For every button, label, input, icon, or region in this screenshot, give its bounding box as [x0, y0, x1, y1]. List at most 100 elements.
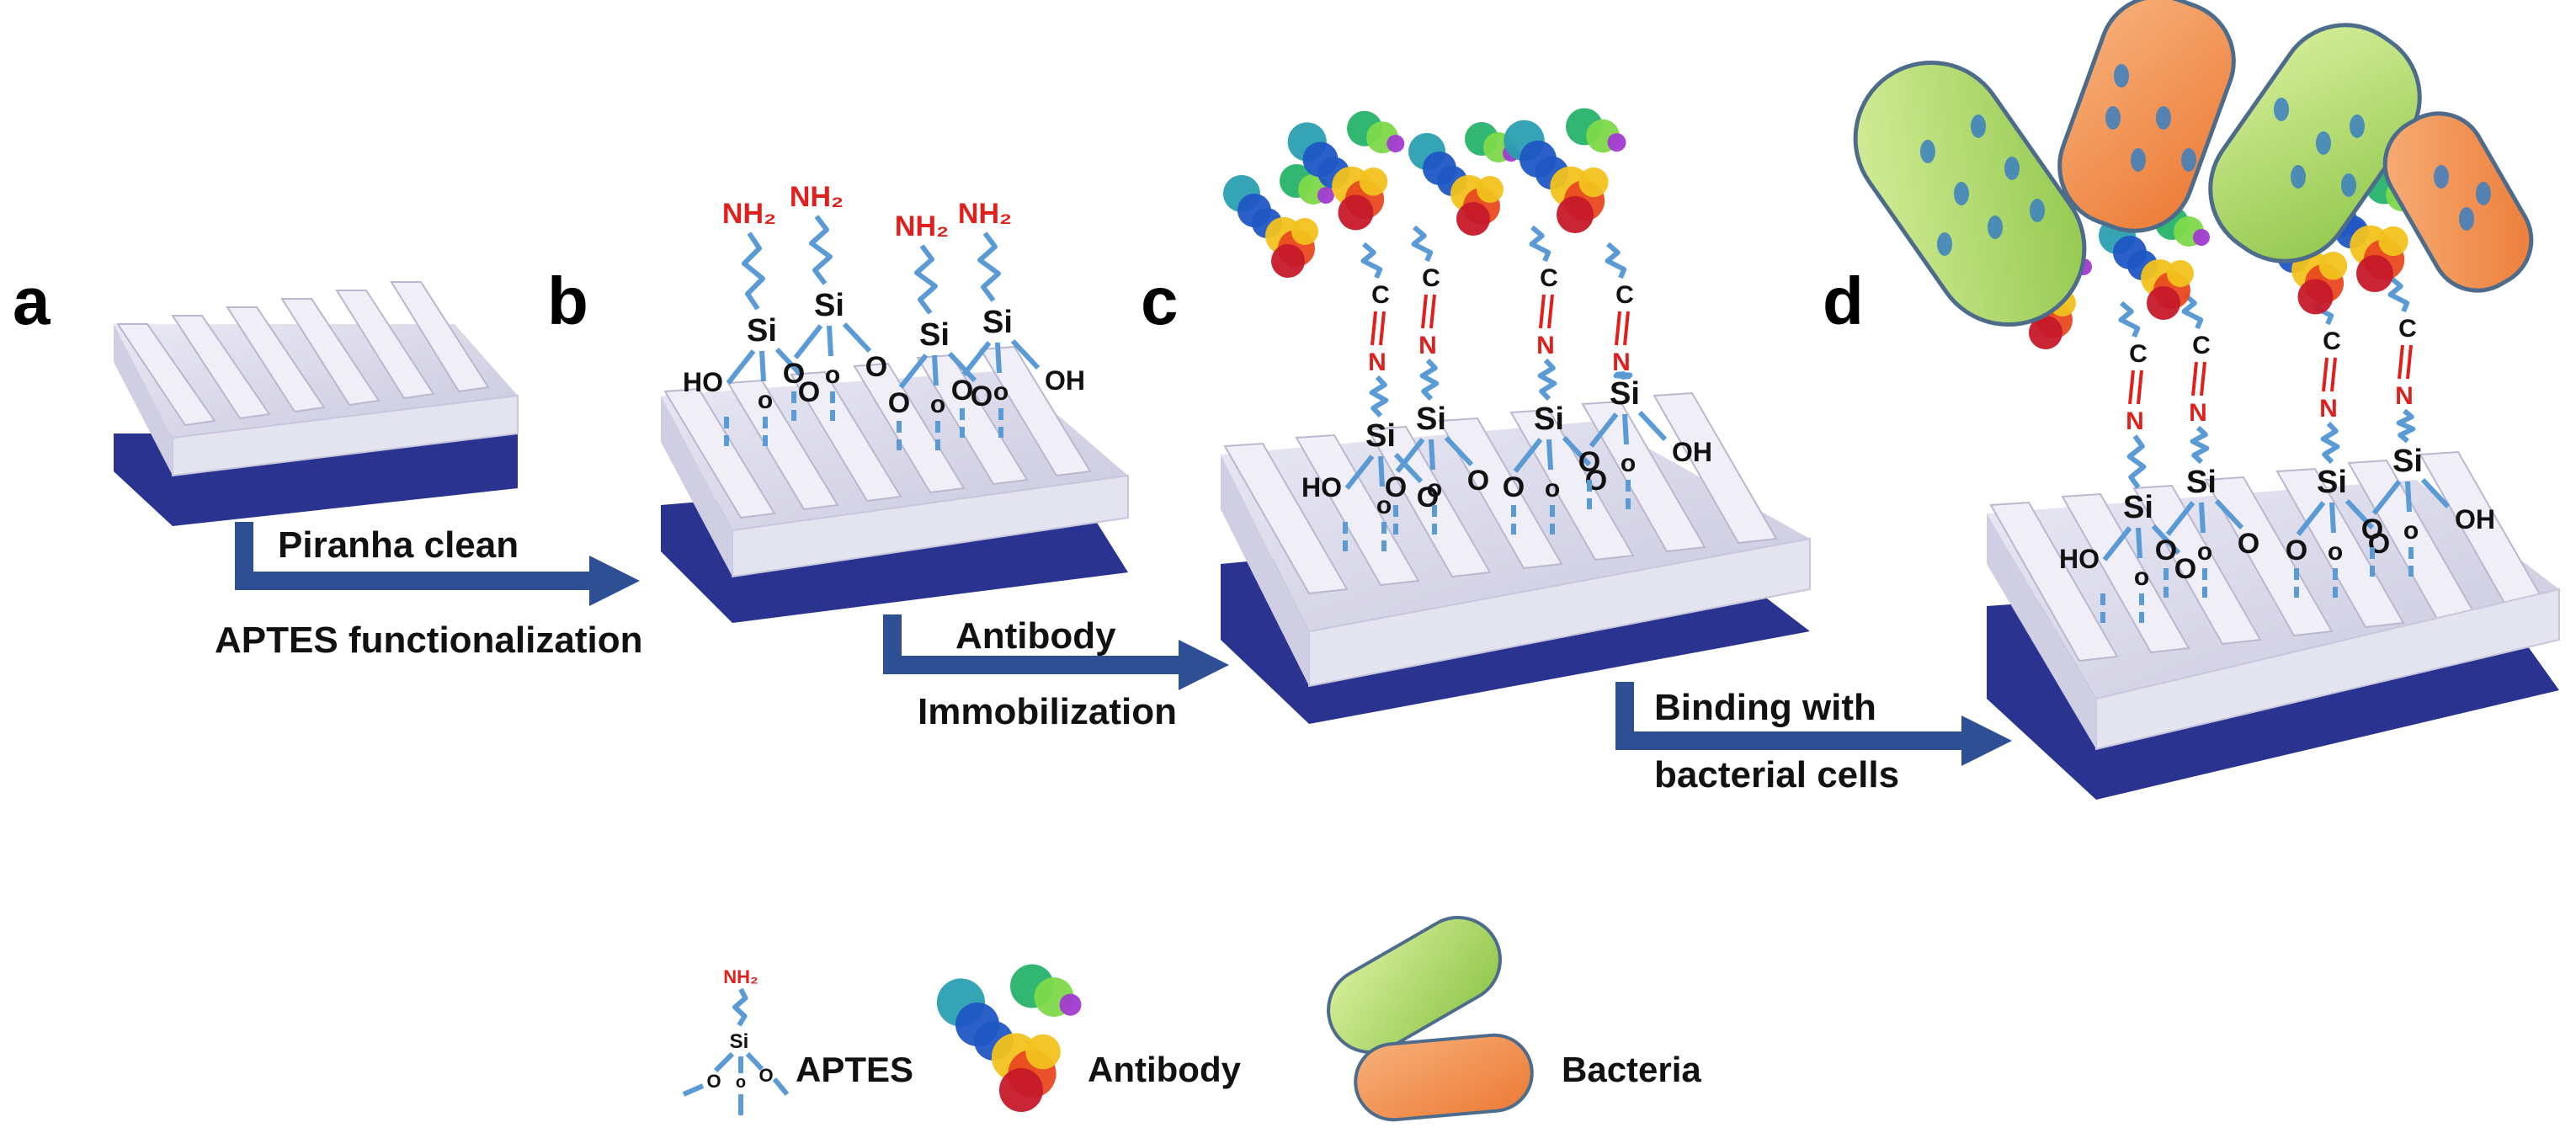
legend-aptes-label: APTES [796, 1050, 913, 1089]
propyl-chain [742, 231, 765, 311]
si-o-bond [2371, 480, 2402, 515]
bacteria-spot [2341, 173, 2356, 197]
antibody [936, 964, 1082, 1112]
bacteria-spot [1971, 114, 1986, 138]
bacteria-spot [2459, 207, 2474, 231]
bacterium-green-2 [2208, 23, 2422, 263]
nitrogen-atom: N [1368, 348, 1386, 376]
antibody-domain [1386, 135, 1405, 153]
bacteria-spot [1920, 140, 1935, 163]
si-o-bond [1344, 455, 1375, 490]
double-bond [2128, 370, 2135, 405]
bacterium-orange-1 [2057, 0, 2236, 233]
legend-bacteria-icon [1327, 916, 1534, 1122]
silicon-atom: Si [982, 305, 1013, 340]
silicon-atom: Si [919, 317, 950, 353]
legend-bond [745, 1051, 764, 1072]
carbon-atom: C [1540, 264, 1558, 292]
step2-label-line1: Antibody [955, 615, 1116, 657]
bacteria-spot [2030, 199, 2045, 222]
antibody-domain [1607, 133, 1626, 152]
arrow-step-3 [1615, 682, 2012, 766]
antibody-domain [1456, 202, 1490, 236]
si-o-bond [2405, 481, 2412, 513]
si-o-bond [2136, 527, 2142, 559]
double-bond [2406, 344, 2413, 380]
hydroxyl-label: HO [1301, 472, 1342, 503]
nitrogen-atom: N [1536, 332, 1555, 359]
linker-chain [1411, 225, 1434, 263]
si-o-bond [961, 341, 992, 376]
linker-chain [1529, 225, 1551, 263]
bacteria-spot [2156, 106, 2171, 130]
oxygen-atom: O [1503, 471, 1525, 503]
double-bond [1623, 311, 1630, 346]
si-o-bond [1562, 435, 1592, 467]
linker-chain [1537, 358, 1557, 402]
bacteria-spot [2274, 98, 2289, 121]
bacteria-spot [1988, 215, 2003, 239]
bacteria-spot [1937, 232, 1952, 256]
si-o-bond [2102, 526, 2132, 561]
hydroxyl-label: OH [1045, 365, 1085, 396]
oxygen-atom: O [2361, 513, 2383, 545]
carbon-atom: C [2129, 340, 2148, 368]
antibody-domain [1557, 196, 1594, 233]
double-bond [1429, 294, 1436, 329]
hydroxyl-label: HO [2059, 544, 2100, 574]
nitrogen-atom: N [2319, 395, 2338, 423]
silicon-atom: Si [1416, 402, 1446, 437]
antibody-domain [2297, 279, 2334, 315]
antibody-domain [1059, 993, 1082, 1016]
nitrogen-atom: N [2189, 399, 2207, 427]
silicon-atom: Si [2392, 444, 2423, 479]
linker-chain [2181, 292, 2204, 330]
double-bond [1547, 294, 1554, 329]
carbon-atom: C [2398, 315, 2417, 343]
oxygen-atom: o [2134, 563, 2149, 591]
si-o-bond [1395, 438, 1425, 473]
nitrogen-atom: N [1418, 332, 1437, 359]
si-o-bond [842, 322, 872, 354]
si-o-bond [2165, 501, 2195, 536]
propyl-chain [977, 231, 1001, 302]
si-o-bond [1546, 439, 1553, 471]
carbon-atom: C [1422, 264, 1440, 292]
si-o-bond [932, 354, 939, 386]
arrow-step-2 [883, 614, 1229, 690]
double-bond [2191, 361, 2198, 396]
chip-c [1221, 391, 1811, 724]
panel-label-a: a [13, 263, 51, 338]
bacteria-spot [2434, 165, 2449, 189]
si-o-bond [2199, 502, 2206, 534]
si-o-bond [2344, 498, 2375, 530]
antibody-domain [1578, 167, 1609, 198]
antibody [2099, 206, 2210, 320]
bacterium-orange-2 [2382, 111, 2534, 293]
silicon-atom: Si [814, 288, 844, 323]
hydroxyl-label: HO [683, 367, 723, 397]
si-o-bond [827, 325, 833, 357]
chip-a [114, 281, 519, 526]
si-o-bond [2151, 524, 2181, 556]
amine-group: NH₂ [722, 198, 776, 230]
antibody-domain [1359, 167, 1388, 196]
si-o-bond [1378, 455, 1385, 487]
antibody-domain [1291, 218, 1318, 245]
si-o-bond [898, 354, 929, 389]
amine-group: NH₂ [958, 198, 1012, 230]
legend-amine: NH₂ [723, 966, 758, 987]
antibody [1408, 122, 1520, 236]
oxygen-atom: O [2174, 553, 2196, 585]
oxygen-atom: O [1467, 465, 1489, 497]
oxygen-atom: o [1545, 475, 1560, 503]
oxygen-atom: O [783, 358, 805, 390]
